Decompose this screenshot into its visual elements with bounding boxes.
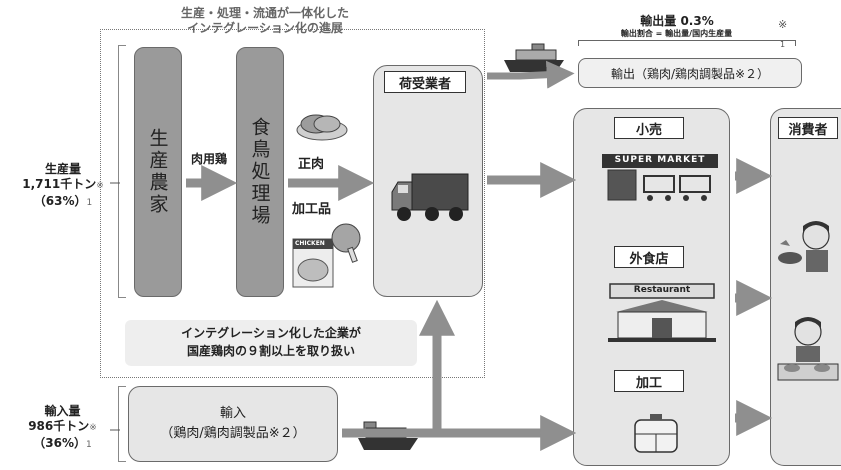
integration-title-line1: 生産・処理・流通が一体化した bbox=[180, 6, 349, 20]
export-note-mark: ※ bbox=[778, 18, 788, 31]
integration-note-line2: 国産鶏肉の９割以上を取り扱い bbox=[186, 344, 355, 358]
consumer-box bbox=[770, 108, 841, 466]
import-volume: 輸入量 986千トン※ （36%）1 bbox=[10, 404, 115, 453]
production-bracket bbox=[118, 45, 126, 298]
integration-title: 生産・処理・流通が一体化した インテグレーション化の進展 bbox=[150, 6, 380, 36]
import-box-line2: （鶏肉/鶏肉調製品※２） bbox=[160, 426, 306, 441]
chicken-package-icon: CHICKEN bbox=[292, 238, 334, 288]
integration-note-line1: インテグレーション化した企業が bbox=[181, 326, 361, 340]
import-ship-icon bbox=[356, 418, 420, 454]
import-note-mark: ※ bbox=[89, 423, 97, 433]
receiver-label: 荷受業者 bbox=[384, 71, 466, 93]
integration-boundary bbox=[100, 29, 485, 378]
broiler-label: 肉用鶏 bbox=[190, 152, 227, 166]
production-amount: 1,711千トン bbox=[22, 177, 97, 191]
chicken-package-text: CHICKEN bbox=[295, 240, 325, 247]
import-percent: （36%） bbox=[33, 436, 86, 450]
processed-goods-label: 加工品 bbox=[292, 202, 332, 217]
export-ship-icon bbox=[502, 40, 566, 76]
processing-plant-box: 食鳥処理場 bbox=[236, 47, 284, 297]
retail-label: 小売 bbox=[614, 117, 684, 139]
import-box: 輸入 （鶏肉/鶏肉調製品※２） bbox=[128, 386, 338, 462]
production-note-num: 1 bbox=[86, 198, 93, 208]
lunchbox-icon bbox=[632, 412, 680, 456]
restaurant-icon: Restaurant bbox=[606, 282, 718, 344]
export-note-num: 1 bbox=[780, 40, 786, 49]
export-box: 輸出（鶏肉/鶏肉調製品※２） bbox=[578, 58, 802, 88]
import-bracket bbox=[118, 386, 126, 462]
production-percent: （63%） bbox=[33, 194, 87, 208]
eating-child-icon bbox=[776, 312, 840, 384]
import-box-line1: 輸入 bbox=[219, 406, 246, 421]
fresh-meat-icon bbox=[296, 108, 348, 144]
production-title: 生産量 bbox=[44, 162, 81, 176]
processing-plant-label: 食鳥処理場 bbox=[248, 117, 271, 227]
restaurant-label: 外食店 bbox=[614, 246, 684, 268]
farmer-box: 生産農家 bbox=[134, 47, 182, 297]
processing-label: 加工 bbox=[614, 370, 684, 392]
export-formula: 輸出割合 = 輸出量/国内生産量 bbox=[620, 29, 733, 38]
integration-title-line2: インテグレーション化の進展 bbox=[187, 21, 343, 35]
supermarket-sign: SUPER MARKET bbox=[614, 155, 706, 165]
restaurant-sign: Restaurant bbox=[633, 285, 691, 295]
fresh-meat-label: 正肉 bbox=[298, 157, 325, 172]
import-amount: 986千トン bbox=[28, 419, 90, 433]
import-note-num: 1 bbox=[86, 440, 92, 450]
import-title: 輸入量 bbox=[44, 404, 81, 418]
truck-icon bbox=[390, 170, 470, 226]
consumer-label: 消費者 bbox=[778, 117, 838, 139]
production-volume: 生産量 1,711千トン※ （63%）1 bbox=[8, 162, 118, 211]
export-bracket bbox=[578, 40, 796, 46]
farmer-label: 生産農家 bbox=[146, 128, 169, 216]
drumstick-icon bbox=[330, 222, 364, 268]
supermarket-icon: SUPER MARKET bbox=[600, 152, 720, 208]
cooking-person-icon bbox=[776, 214, 840, 276]
integration-note: インテグレーション化した企業が 国産鶏肉の９割以上を取り扱い bbox=[125, 324, 417, 360]
export-title: 輸出量 0.3% bbox=[640, 14, 714, 28]
production-note-mark: ※ bbox=[96, 181, 104, 191]
export-box-label: 輸出（鶏肉/鶏肉調製品※２） bbox=[610, 66, 770, 81]
